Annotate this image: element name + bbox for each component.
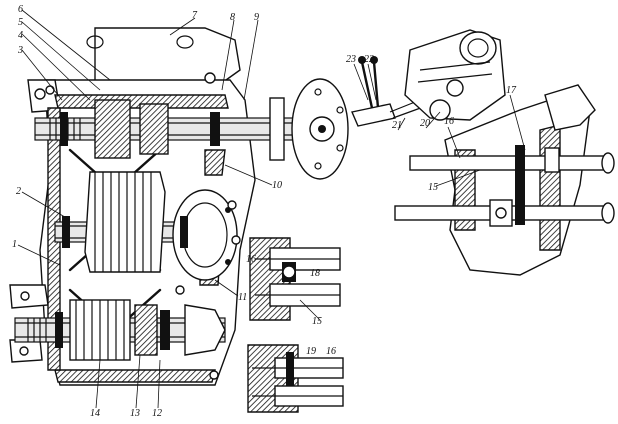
callout-13: 13: [130, 408, 140, 419]
leader-lines: [17, 9, 526, 409]
lower-gear-13: [134, 304, 158, 356]
shift-lever-22: [360, 60, 374, 110]
callout-23: 23: [346, 54, 356, 65]
callout-21: 21: [392, 120, 402, 131]
callout-14: 14: [90, 408, 100, 419]
callout-9: 9: [254, 12, 259, 23]
callout-10: 10: [272, 180, 282, 191]
shift-fork-17: [515, 145, 525, 225]
callout-17: 17: [506, 85, 517, 96]
upper-shaft-assembly: [34, 78, 349, 180]
housing-bolts: [45, 72, 241, 380]
gearbox-top-unit: [404, 29, 506, 121]
upper-gear-1: [94, 99, 131, 159]
selector-section: [394, 84, 615, 276]
callout-16-inset-lower: 16: [326, 346, 336, 357]
callout-18: 18: [310, 268, 320, 279]
callout-15-inset: 15: [312, 316, 322, 327]
callout-labels: 6 5 4 3 7 8 9 2 1 10 11 12 13 14 15 15 1…: [12, 4, 517, 419]
middle-shaft-assembly: [54, 171, 238, 281]
callout-15-rod: 15: [428, 182, 438, 193]
bottom-wall-section: [54, 369, 216, 383]
lower-shaft-assembly: [14, 299, 226, 361]
output-flange: [269, 97, 285, 161]
callout-3: 3: [17, 45, 23, 56]
callout-8: 8: [230, 12, 235, 23]
middle-large-gear: [84, 171, 166, 273]
lower-end-cap: [184, 304, 226, 356]
callout-7: 7: [192, 10, 198, 21]
detail-inset-upper: [249, 237, 341, 321]
detail-inset-lower: [247, 344, 344, 413]
callout-19: 19: [306, 346, 316, 357]
callout-2: 2: [16, 186, 21, 197]
callout-6: 6: [18, 4, 23, 15]
callout-16-inset-upper: 16: [246, 254, 256, 265]
callout-16-rod: 16: [444, 116, 454, 127]
callout-11: 11: [238, 292, 247, 303]
callout-12: 12: [152, 408, 162, 419]
callout-4: 4: [18, 30, 23, 41]
callout-22: 22: [364, 54, 374, 65]
upper-gear-2: [139, 103, 169, 155]
callout-1: 1: [12, 239, 17, 250]
left-wall-section: [47, 107, 61, 371]
lever-base: [351, 103, 396, 127]
callout-5: 5: [18, 17, 23, 28]
inset-plunger-19: [286, 352, 294, 386]
selector-rod-16: [409, 155, 611, 171]
shift-lever-23: [372, 60, 380, 110]
callout-20: 20: [420, 118, 430, 129]
